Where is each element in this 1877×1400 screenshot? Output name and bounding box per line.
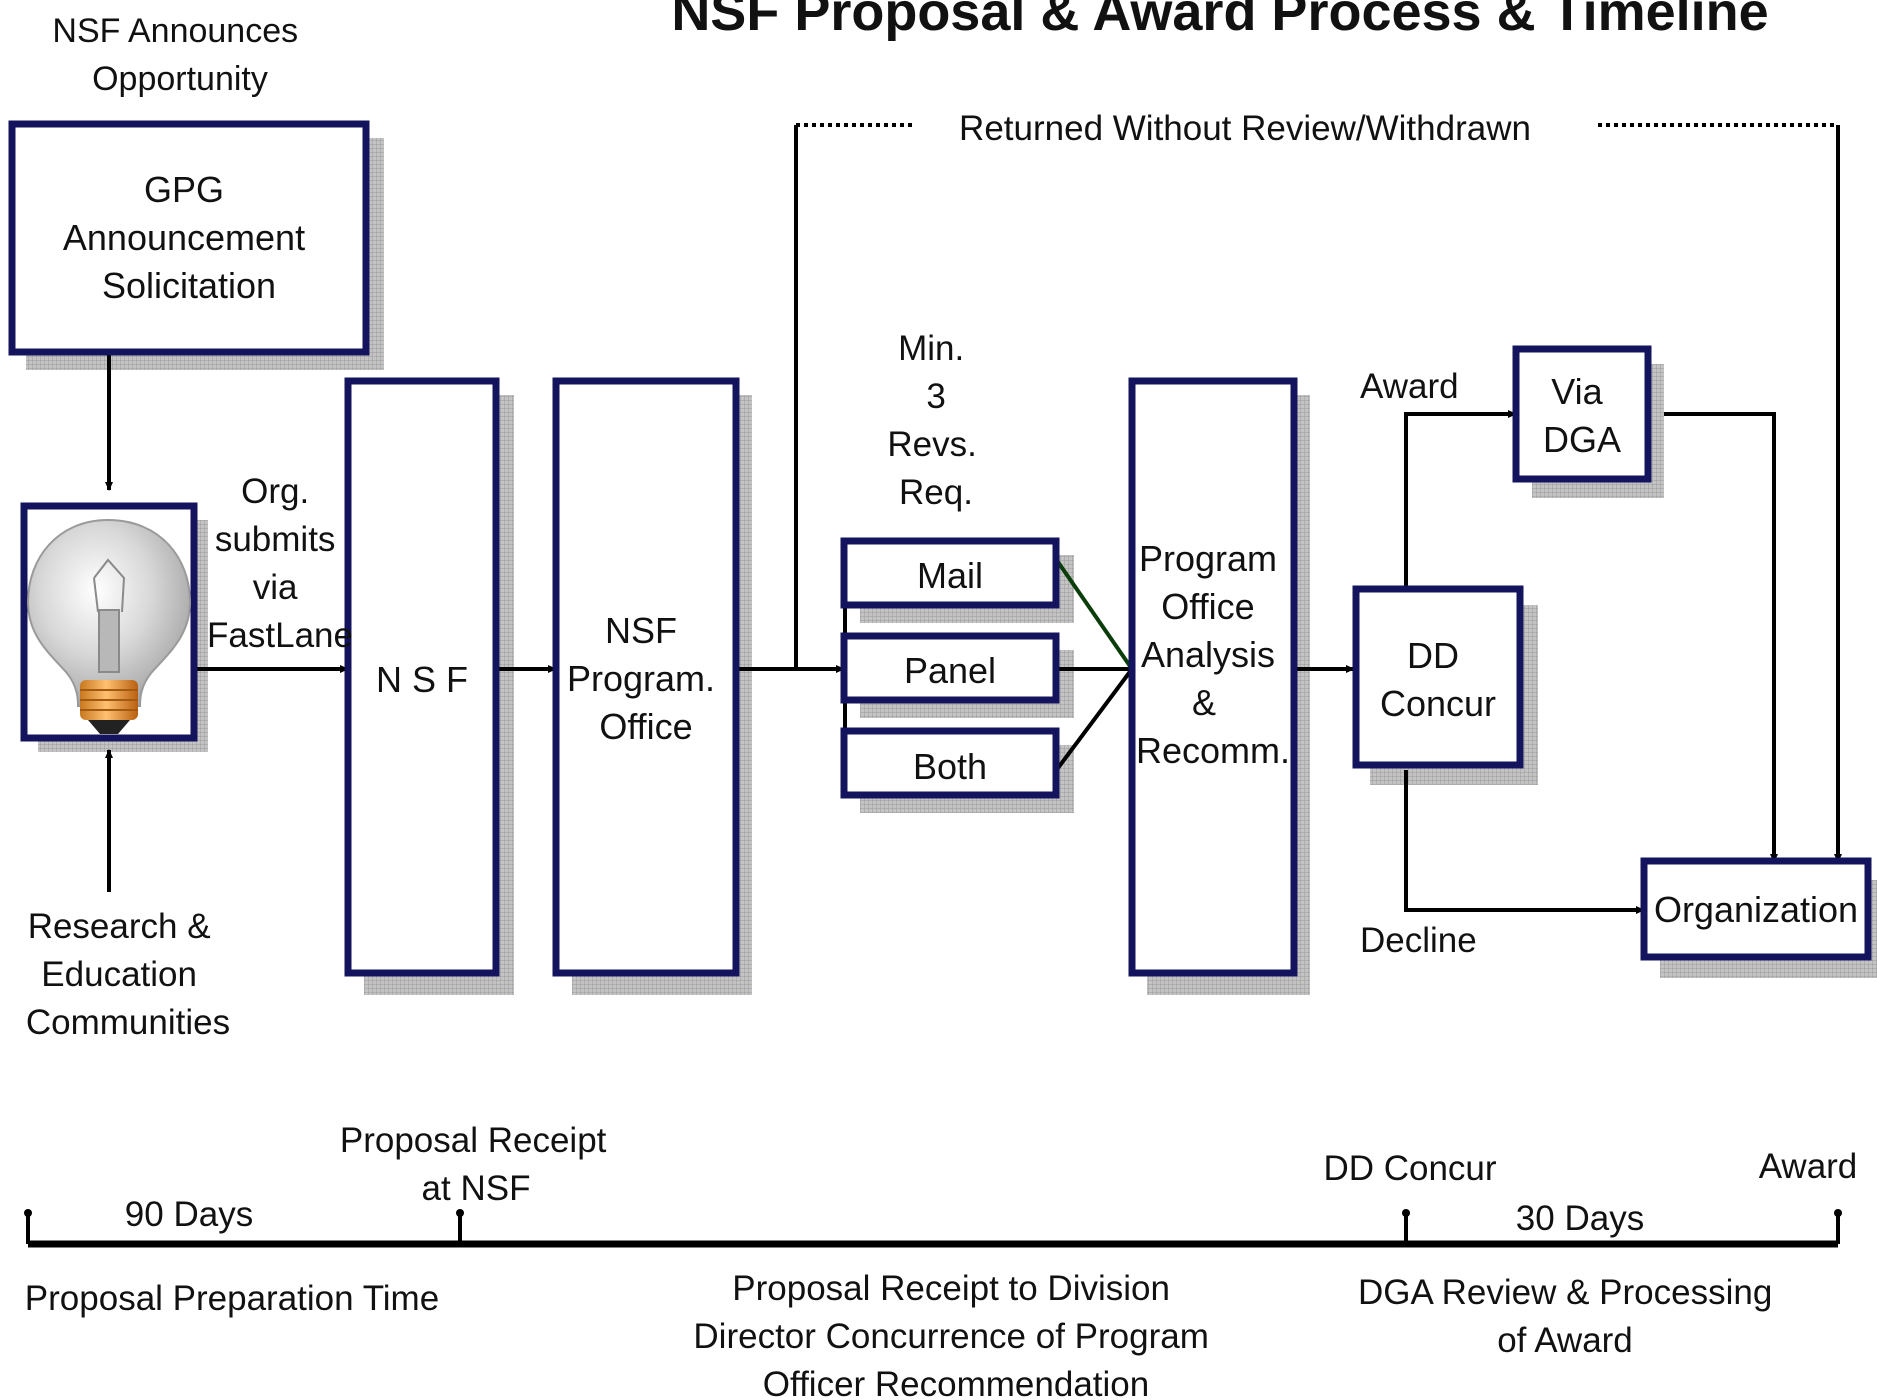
segment-dga: DGA Review & Processing of Award [1358, 1273, 1782, 1360]
returned-label: Returned Without Review/Withdrawn [959, 109, 1531, 148]
diagram-title: NSF Proposal & Award Process & Timeline [671, 0, 1768, 42]
via-dga-text: Via DGA [1543, 371, 1621, 460]
via-dga-box [1512, 345, 1652, 483]
timeline-30-days: 30 Days [1516, 1199, 1644, 1238]
timeline-90-days: 90 Days [125, 1195, 253, 1234]
organization-box [1640, 857, 1872, 961]
segment-preparation: Proposal Preparation Time [25, 1279, 439, 1318]
timeline-ticks [26, 1214, 1840, 1244]
timeline-award-label: Award [1759, 1147, 1858, 1186]
dd-concur-box [1352, 585, 1524, 769]
timeline: 90 Days Proposal Receipt at NSF DD Concu… [24, 1121, 1857, 1400]
gpg-box [8, 120, 370, 356]
timeline-dd-concur-label: DD Concur [1323, 1149, 1496, 1188]
lightbulb-icon [26, 518, 192, 734]
mail-box [840, 537, 1060, 609]
timeline-receipt-label: Proposal Receipt at NSF [340, 1121, 616, 1208]
submits-label: Org. submits via FastLane [207, 472, 353, 655]
decline-label: Decline [1360, 921, 1477, 960]
dd-concur-text: DD Concur [1380, 635, 1496, 724]
panel-text: Panel [904, 650, 996, 691]
program-office-text: NSF Program. Office [567, 610, 725, 747]
both-text: Both [913, 746, 987, 787]
dga-to-org-arrow [1664, 412, 1778, 863]
decline-arrow [1404, 770, 1645, 914]
mail-text: Mail [917, 555, 983, 596]
analysis-text: Program Office Analysis & Recomm. [1136, 538, 1290, 771]
timeline-tick-dots [24, 1209, 1842, 1217]
min-reviews-label: Min. 3 Revs. Req. [887, 329, 986, 512]
boxes [8, 120, 1872, 977]
nsf-text: N S F [376, 659, 468, 700]
panel-box [840, 632, 1060, 704]
award-arrow [1404, 410, 1517, 589]
nsf-box [344, 377, 500, 977]
both-to-analysis-line [1056, 667, 1134, 770]
program-office-box [552, 377, 740, 977]
mail-to-analysis-line [1056, 560, 1134, 671]
segment-review: Proposal Receipt to Division Director Co… [693, 1269, 1218, 1400]
announce-label: NSF Announces Opportunity [52, 12, 307, 98]
award-label: Award [1360, 367, 1459, 406]
both-box [840, 727, 1060, 799]
analysis-box [1128, 377, 1298, 977]
gpg-text: GPG Announcement Solicitation [63, 169, 315, 306]
organization-text: Organization [1654, 889, 1858, 930]
communities-label: Research & Education Communities [26, 907, 230, 1042]
connectors [105, 125, 1842, 914]
